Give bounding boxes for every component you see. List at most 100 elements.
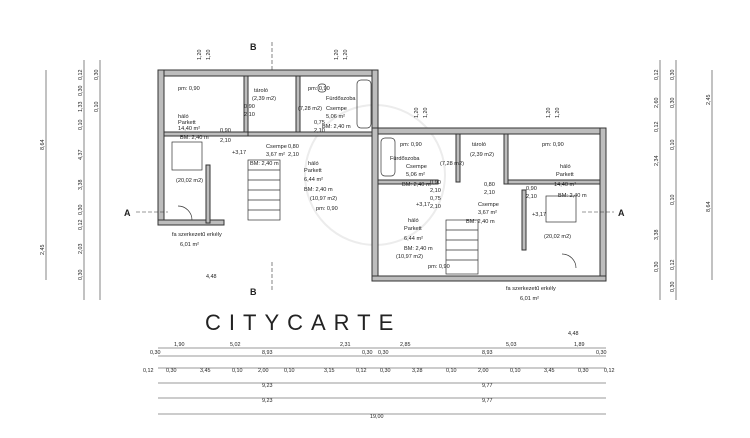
tag-label: pm: 0,90: [308, 86, 330, 92]
room-label: Parkett: [304, 168, 322, 174]
dim-label: 0,30: [596, 350, 607, 356]
dim-label: 4,48: [568, 331, 579, 337]
dim-label: 0,30: [380, 368, 391, 374]
tag-label: 0,75: [314, 120, 325, 126]
dim-label: 8,93: [262, 350, 273, 356]
dim-label: 9,77: [482, 398, 493, 404]
room-label: háló: [308, 161, 319, 167]
dim-label: 0,12: [670, 260, 676, 271]
dim-label: 0,10: [670, 195, 676, 206]
tag-label: 0,90: [220, 128, 231, 134]
room-label: BM: 2,40 m: [402, 182, 431, 188]
tag-label: 2,10: [526, 194, 537, 200]
room-label: Fürdőszoba: [390, 156, 420, 162]
room-label: (10,97 m2): [396, 254, 423, 260]
dim-label: 9,23: [262, 398, 273, 404]
dim-label: 0,10: [94, 102, 100, 113]
left-unit-fixtures: [171, 79, 372, 221]
room-label: 14,40 m²: [178, 126, 200, 132]
left-unit-labels: háló Parkett 14,40 m² BM: 2,40 m tároló …: [172, 86, 356, 280]
room-label: (20,02 m2): [544, 234, 571, 240]
dim-label: 3,38: [78, 180, 84, 191]
dim-label: 1,90: [174, 342, 185, 348]
dim-label: 0,30: [94, 70, 100, 81]
dim-label: 2,60: [654, 98, 660, 109]
dim-label: 0,30: [578, 368, 589, 374]
tag-label: 0,90: [526, 186, 537, 192]
dim-label: 3,45: [544, 368, 555, 374]
tag-label: 2,10: [484, 190, 495, 196]
dim-label: 1,20: [197, 50, 203, 61]
right-vertical-dimensions: 2,45 8,64 0,12 0,30 2,60 0,30 0,12 0,10 …: [654, 60, 713, 300]
tag-label: 2,10: [314, 128, 325, 134]
tag-label: 2,10: [430, 204, 441, 210]
room-label: háló: [560, 164, 571, 170]
dim-label: 8,64: [40, 140, 46, 151]
room-label: Csempe: [326, 106, 347, 112]
dim-label: 0,10: [510, 368, 521, 374]
room-label: Csempe: [406, 164, 427, 170]
dim-label: 2,03: [78, 244, 84, 255]
dim-label: 0,30: [362, 350, 373, 356]
dim-label: 1,20: [414, 108, 420, 119]
room-label: BM: 2,40 m: [558, 193, 587, 199]
dim-label: 3,28: [412, 368, 423, 374]
tag-label: 0,80: [288, 144, 299, 150]
tag-label: 0,80: [484, 182, 495, 188]
room-label: BM: 2,40 m: [322, 124, 351, 130]
dim-label: 3,45: [200, 368, 211, 374]
tag-label: 0,90: [430, 180, 441, 186]
room-label: 3,67 m²: [266, 152, 285, 158]
dim-label: 1,20: [206, 50, 212, 61]
room-label: (7,28 m2): [440, 161, 464, 167]
watermark-text: CITYCARTE: [205, 310, 401, 335]
dim-label: 2,00: [258, 368, 269, 374]
dim-label: 1,20: [555, 108, 561, 119]
room-label: háló: [408, 218, 419, 224]
dim-label: 0,30: [670, 98, 676, 109]
dim-label: 0,30: [654, 262, 660, 273]
tag-label: pm: 0,90: [316, 206, 338, 212]
room-label: Csempe: [478, 202, 499, 208]
room-label: fa szerkezetű erkély: [506, 286, 556, 292]
dim-label: 8,64: [706, 202, 712, 213]
room-label: Parkett: [404, 226, 422, 232]
tag-label: +3,17: [232, 150, 246, 156]
tag-label: pm: 0,90: [400, 142, 422, 148]
dim-label: 9,77: [482, 383, 493, 389]
room-label: tároló: [472, 142, 486, 148]
dim-label: 0,30: [670, 70, 676, 81]
dim-label: 2,00: [478, 368, 489, 374]
room-label: 5,06 m²: [406, 172, 425, 178]
room-label: háló: [178, 114, 189, 120]
dim-label: 2,31: [340, 342, 351, 348]
dim-label: 5,03: [506, 342, 517, 348]
room-label: 6,44 m²: [304, 177, 323, 183]
tag-label: +3,17: [532, 212, 546, 218]
dim-label: 5,02: [230, 342, 241, 348]
room-label: BM: 2,40 m: [304, 187, 333, 193]
room-label: BM: 2,40 m: [180, 135, 209, 141]
room-label: 14,40 m²: [554, 182, 576, 188]
dim-label: 0,10: [232, 368, 243, 374]
dim-label: 0,12: [654, 70, 660, 81]
right-unit-fixtures: [380, 137, 577, 275]
dim-label: 1,20: [546, 108, 552, 119]
tag-label: 2,10: [244, 112, 255, 118]
dim-label: 0,30: [150, 350, 161, 356]
room-label: Parkett: [178, 120, 196, 126]
room-label: (10,97 m2): [310, 196, 337, 202]
dim-label: 3,15: [324, 368, 335, 374]
dim-label: 0,10: [78, 120, 84, 131]
left-vertical-dimensions: 8,64 2,45 0,12 0,30 1,33 0,30 0,10 4,37 …: [40, 60, 101, 300]
room-label: BM: 2,40 m: [466, 219, 495, 225]
tag-label: 0,90: [244, 104, 255, 110]
tag-label: +3,17: [416, 202, 430, 208]
dim-label: 2,85: [400, 342, 411, 348]
room-label: 5,06 m²: [326, 114, 345, 120]
tag-label: 2,10: [288, 152, 299, 158]
room-label: (2,39 m2): [252, 96, 276, 102]
room-label: (2,39 m2): [470, 152, 494, 158]
right-unit-labels: Fürdőszoba (7,28 m2) Csempe 5,06 m² BM: …: [390, 142, 587, 337]
tag-label: 0,75: [430, 196, 441, 202]
